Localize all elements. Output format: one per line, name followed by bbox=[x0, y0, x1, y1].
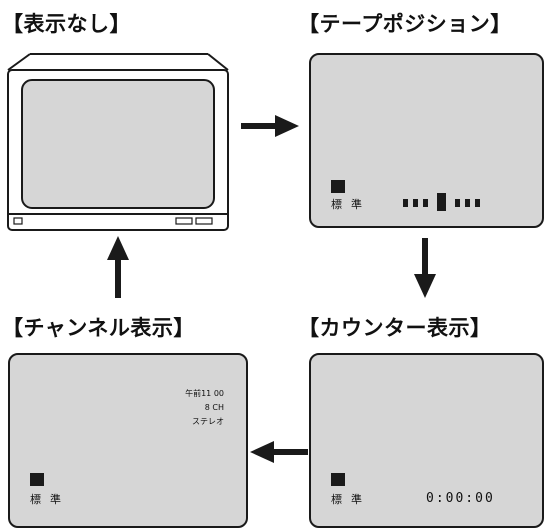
screen-counter-display: 標準 0:00:00 bbox=[309, 353, 544, 528]
channel-info: 午前11 00 8 CH ステレオ bbox=[185, 387, 224, 429]
arrow-up bbox=[107, 236, 129, 298]
audio-mode: ステレオ bbox=[192, 417, 224, 426]
mode-label: 標準 bbox=[331, 493, 371, 506]
counter-value: 0:00:00 bbox=[426, 491, 495, 506]
title-channel-display: 【チャンネル表示】 bbox=[2, 316, 195, 340]
tv-power-indicator bbox=[13, 217, 23, 225]
tape-position-bar bbox=[403, 193, 480, 211]
mode-indicator-box bbox=[331, 473, 345, 486]
tv-set bbox=[7, 53, 229, 231]
mode-label: 標準 bbox=[331, 198, 371, 211]
mode-indicator-box bbox=[30, 473, 44, 486]
mode-indicator-box bbox=[331, 180, 345, 193]
screen-tape-position: 標準 bbox=[309, 53, 544, 228]
arrow-down bbox=[414, 238, 436, 298]
arrow-right bbox=[241, 115, 299, 137]
tv-screen bbox=[21, 79, 215, 209]
tv-control-buttons bbox=[175, 217, 213, 225]
time-display: 午前11 00 bbox=[185, 389, 224, 398]
title-no-display: 【表示なし】 bbox=[2, 12, 131, 36]
screen-channel-display: 午前11 00 8 CH ステレオ 標準 bbox=[8, 353, 248, 528]
mode-label: 標準 bbox=[30, 493, 70, 506]
title-tape-position: 【テープポジション】 bbox=[298, 12, 512, 36]
arrow-left bbox=[250, 441, 308, 463]
title-counter-display: 【カウンター表示】 bbox=[298, 316, 492, 340]
channel-number: 8 CH bbox=[204, 403, 224, 412]
